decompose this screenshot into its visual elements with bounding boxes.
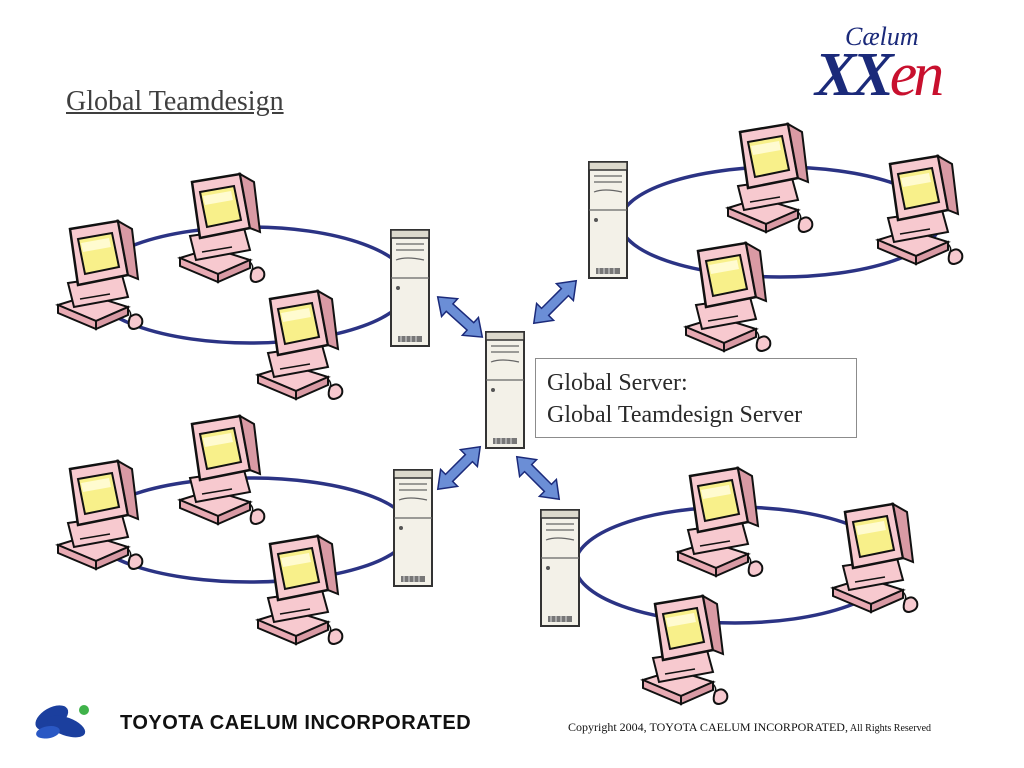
computer-icon (56, 459, 144, 571)
caelum-xxen-logo: Cælum XXen (815, 22, 985, 107)
footer-copyright: Copyright 2004, TOYOTA CAELUM INCORPORAT… (568, 720, 931, 735)
logo-caelum-text: Cælum (845, 22, 919, 51)
computer-icon (876, 154, 964, 266)
computer-icon (641, 594, 729, 706)
slide-title: Global Teamdesign (66, 86, 284, 117)
global-server-label: Global Server: Global Teamdesign Server (535, 358, 857, 438)
computer-icon (831, 502, 919, 614)
group-top-left (56, 172, 430, 401)
copyright-main: Copyright 2004, TOYOTA CAELUM INCORPORAT… (568, 720, 848, 734)
computer-icon (684, 241, 772, 353)
server-tower-icon (540, 509, 580, 627)
double-arrow-icon (524, 271, 586, 333)
server-label-line1: Global Server: (547, 370, 688, 396)
server-label-line2: Global Teamdesign Server (547, 402, 803, 428)
computer-icon (676, 466, 764, 578)
server-tower-icon (390, 229, 430, 347)
double-arrow-icon (428, 287, 492, 347)
logo-en-text: en (889, 41, 944, 109)
computer-icon (256, 289, 344, 401)
server-tower-icon (393, 469, 433, 587)
copyright-rights: All Rights Reserved (847, 723, 932, 734)
computer-icon (56, 219, 144, 331)
computer-icon (726, 122, 814, 234)
server-tower-icon (485, 331, 525, 449)
group-bottom-right (540, 466, 919, 706)
footer-company-name: TOYOTA CAELUM INCORPORATED (120, 712, 472, 734)
logo-xx-text: XX (815, 41, 894, 109)
group-bottom-left (56, 414, 433, 646)
computer-icon (178, 172, 266, 284)
computer-icon (178, 414, 266, 526)
toyota-caelum-logo-icon (35, 705, 89, 739)
computer-icon (256, 534, 344, 646)
group-top-right (588, 122, 964, 353)
double-arrow-icon (507, 447, 569, 509)
double-arrow-icon (428, 437, 490, 499)
server-tower-icon (588, 161, 628, 279)
